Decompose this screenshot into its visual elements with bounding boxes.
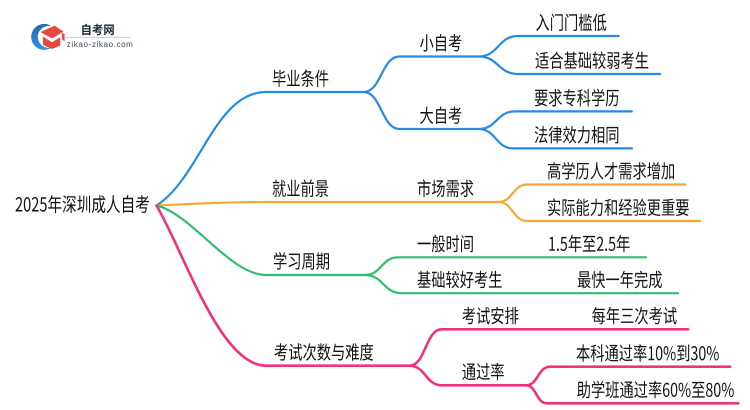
svg-text:zikao-zikao.com: zikao-zikao.com — [67, 40, 134, 49]
